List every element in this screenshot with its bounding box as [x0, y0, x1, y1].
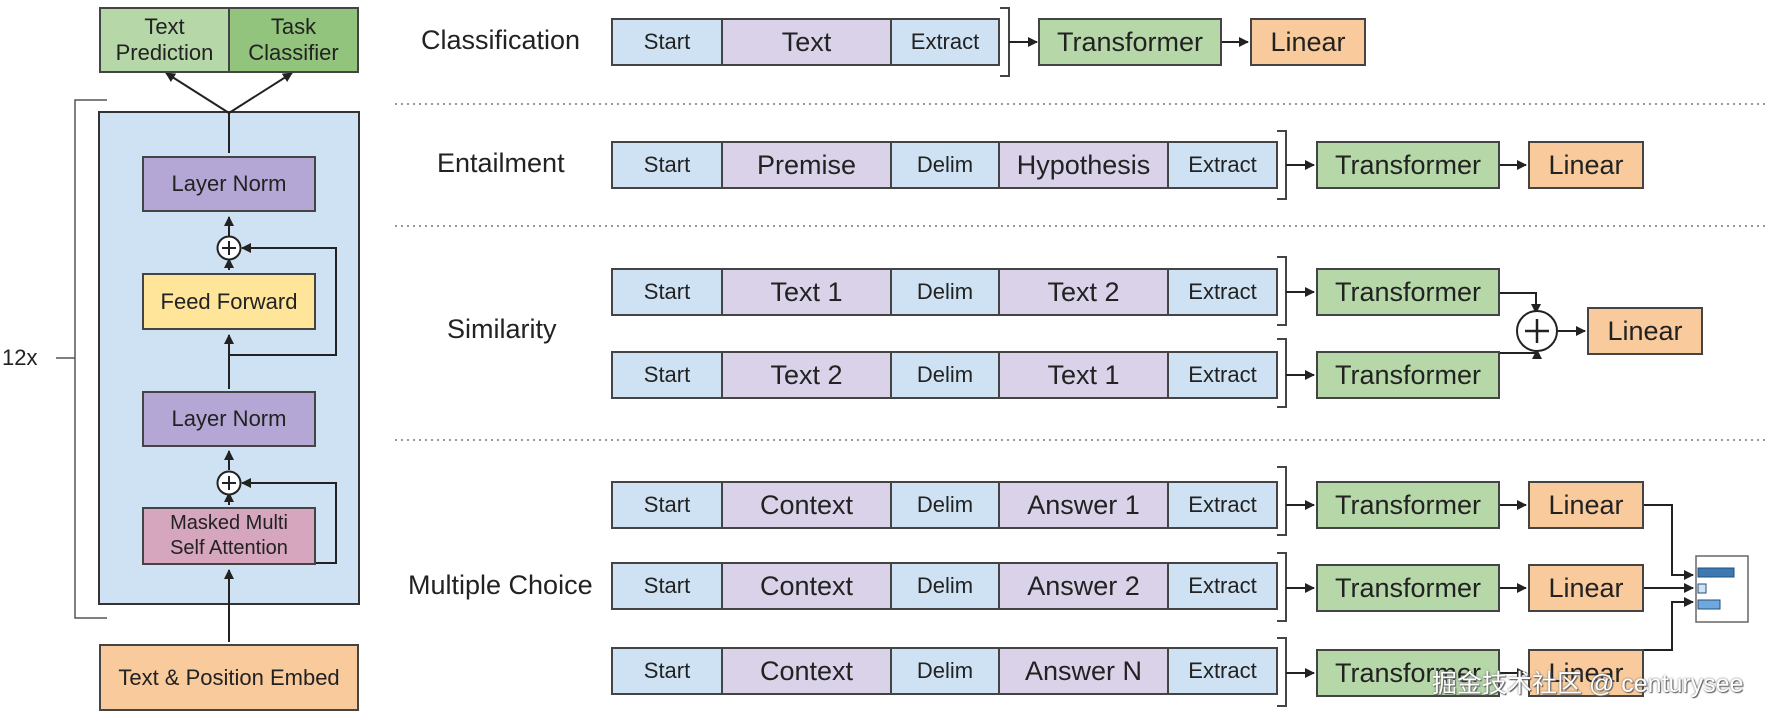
token-start: Start [613, 270, 721, 314]
token-extract: Extract [1167, 143, 1276, 187]
token-extract: Extract [1167, 483, 1276, 527]
token-extract: Extract [1167, 353, 1276, 397]
token-answer-1: Answer 1 [998, 483, 1167, 527]
text-prediction-head: Text Prediction [99, 7, 230, 73]
token-answer-n: Answer N [998, 649, 1167, 693]
token-context: Context [721, 483, 890, 527]
token-text-1: Text 1 [998, 353, 1167, 397]
entailment-linear: Linear [1528, 141, 1644, 189]
mc-linear-1: Linear [1528, 481, 1644, 529]
classification-label: Classification [421, 25, 581, 55]
mc-token-sequence-1: Start Context Delim Answer 1 Extract [611, 481, 1278, 529]
token-extract: Extract [1167, 564, 1276, 608]
similarity-token-sequence-1: Start Text 1 Delim Text 2 Extract [611, 268, 1278, 316]
layer-norm-bottom: Layer Norm [142, 391, 316, 447]
token-answer-2: Answer 2 [998, 564, 1167, 608]
token-delim: Delim [890, 353, 998, 397]
text-position-embed-box: Text & Position Embed [99, 644, 359, 711]
similarity-transformer-2: Transformer [1316, 351, 1500, 399]
feed-forward-box: Feed Forward [142, 273, 316, 330]
token-start: Start [613, 483, 721, 527]
masked-self-attention-box: Masked Multi Self Attention [142, 507, 316, 565]
mc-transformer-3: Transformer [1316, 649, 1500, 697]
token-text-1: Text 1 [721, 270, 890, 314]
similarity-token-sequence-2: Start Text 2 Delim Text 1 Extract [611, 351, 1278, 399]
mc-linear-2: Linear [1528, 564, 1644, 612]
classification-linear: Linear [1250, 18, 1366, 66]
classification-transformer: Transformer [1038, 18, 1222, 66]
token-delim: Delim [890, 649, 998, 693]
mc-transformer-2: Transformer [1316, 564, 1500, 612]
token-delim: Delim [890, 143, 998, 187]
token-extract: Extract [1167, 270, 1276, 314]
mc-token-sequence-3: Start Context Delim Answer N Extract [611, 647, 1278, 695]
token-start: Start [613, 649, 721, 693]
similarity-label: Similarity [447, 314, 557, 344]
repeat-count-label: 12x [2, 345, 38, 370]
similarity-linear: Linear [1587, 307, 1703, 355]
similarity-transformer-1: Transformer [1316, 268, 1500, 316]
mc-token-sequence-2: Start Context Delim Answer 2 Extract [611, 562, 1278, 610]
entailment-token-sequence: Start Premise Delim Hypothesis Extract [611, 141, 1278, 189]
token-context: Context [721, 564, 890, 608]
entailment-transformer: Transformer [1316, 141, 1500, 189]
watermark: 掘金技术社区 @ centurysee [1432, 670, 1744, 698]
token-text-2: Text 2 [998, 270, 1167, 314]
entailment-label: Entailment [437, 148, 565, 178]
token-extract: Extract [890, 20, 998, 64]
multiple-choice-label: Multiple Choice [408, 570, 593, 600]
token-start: Start [613, 353, 721, 397]
token-hypothesis: Hypothesis [998, 143, 1167, 187]
token-start: Start [613, 564, 721, 608]
token-delim: Delim [890, 564, 998, 608]
token-premise: Premise [721, 143, 890, 187]
repeat-bracket [74, 99, 107, 619]
token-extract: Extract [1167, 649, 1276, 693]
layer-norm-top: Layer Norm [142, 156, 316, 212]
token-delim: Delim [890, 270, 998, 314]
mc-linear-3: Linear [1528, 649, 1644, 697]
token-context: Context [721, 649, 890, 693]
token-text-2: Text 2 [721, 353, 890, 397]
classification-token-sequence: Start Text Extract [611, 18, 1000, 66]
token-start: Start [613, 143, 721, 187]
token-start: Start [613, 20, 721, 64]
token-text: Text [721, 20, 890, 64]
mc-transformer-1: Transformer [1316, 481, 1500, 529]
task-classifier-head: Task Classifier [228, 7, 359, 73]
token-delim: Delim [890, 483, 998, 527]
